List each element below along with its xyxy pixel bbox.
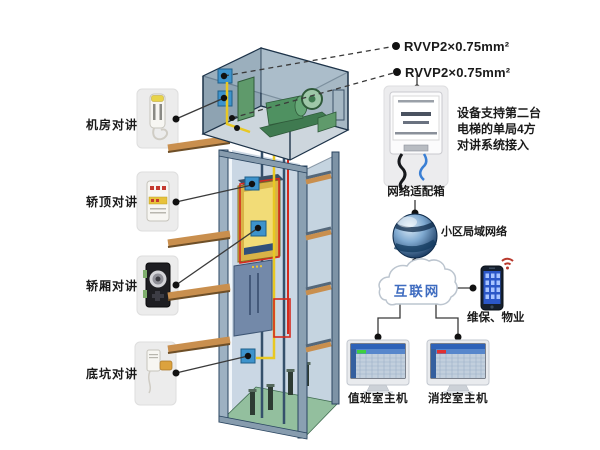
adapter-terminal-strip xyxy=(403,144,429,152)
adapter-blue-cable xyxy=(419,153,428,181)
adapter-note-line-1: 设备支持第二台 xyxy=(457,106,542,120)
connection-lines xyxy=(175,45,472,374)
pit-intercom-icon xyxy=(146,349,173,394)
device-card-machine-room xyxy=(136,88,179,149)
machine-room xyxy=(201,47,350,161)
speaker-intercom-icon xyxy=(143,262,171,308)
line-pit-intercom xyxy=(175,355,249,374)
line-internet-to-monitor-2 xyxy=(435,304,459,336)
label-monitor-fire-control: 消控室主机 xyxy=(428,393,488,405)
shaft-bottom-beam xyxy=(218,415,308,440)
label-mobile: 维保、物业 xyxy=(467,312,525,324)
label-cable-spec-1: RVVP2×0.75mm² xyxy=(404,39,510,54)
yellow-cable-machine-room xyxy=(225,82,251,134)
monitor-fire-control-room xyxy=(426,339,490,394)
adapter-black-cable xyxy=(397,153,407,192)
globe-icon xyxy=(392,213,438,259)
adapter-note-line-2: 电梯的单局4方 xyxy=(457,122,536,136)
label-internet: 互联网 xyxy=(393,284,441,299)
floor-slabs-left xyxy=(167,135,231,354)
dashed-callout-cable-1 xyxy=(223,45,397,77)
shaft-top-beam xyxy=(218,149,308,174)
shaft-column-right xyxy=(297,165,308,439)
cloud-icon xyxy=(378,258,458,306)
control-cabinet xyxy=(237,76,255,122)
label-network-adapter: 网络适配箱 xyxy=(387,186,445,198)
intercom-panel-icon xyxy=(146,180,170,222)
line-internet-to-monitor-1 xyxy=(377,304,401,336)
label-car-top-intercom: 轿顶对讲 xyxy=(86,195,139,209)
red-cable-loop xyxy=(273,298,291,338)
line-car-top-intercom xyxy=(175,184,253,203)
network-adapter-box xyxy=(383,85,449,192)
traction-machine xyxy=(259,88,337,138)
landing-door-panel xyxy=(233,259,273,337)
floor-slabs-right xyxy=(305,170,332,353)
label-monitor-duty-room: 值班室主机 xyxy=(348,393,408,405)
dashed-callout-cable-2 xyxy=(231,71,398,119)
device-card-pit xyxy=(134,341,177,406)
device-card-car-top xyxy=(136,171,179,232)
machine-room-door xyxy=(332,89,345,121)
label-cable-spec-2: RVVP2×0.75mm² xyxy=(405,65,511,80)
shaft-column-back xyxy=(331,151,340,405)
label-pit-intercom: 底坑对讲 xyxy=(86,367,139,381)
label-lan: 小区局域网络 xyxy=(441,226,507,238)
device-card-car xyxy=(136,255,179,316)
status-badge-red xyxy=(437,350,446,354)
line-machine-room-intercom xyxy=(175,97,225,120)
smartphone-icon xyxy=(480,257,514,311)
elevator-shaft xyxy=(167,82,340,440)
handset-phone-icon xyxy=(149,93,169,141)
label-car-intercom: 轿厢对讲 xyxy=(86,279,139,293)
wifi-icon xyxy=(501,257,514,270)
monitor-duty-room xyxy=(346,339,410,394)
label-machine-room-intercom: 机房对讲 xyxy=(86,118,139,132)
adapter-note-line-3: 对讲系统接入 xyxy=(457,138,530,152)
line-car-intercom xyxy=(175,227,259,286)
car-door-frame-red xyxy=(239,177,280,264)
status-badge-green xyxy=(357,350,366,354)
